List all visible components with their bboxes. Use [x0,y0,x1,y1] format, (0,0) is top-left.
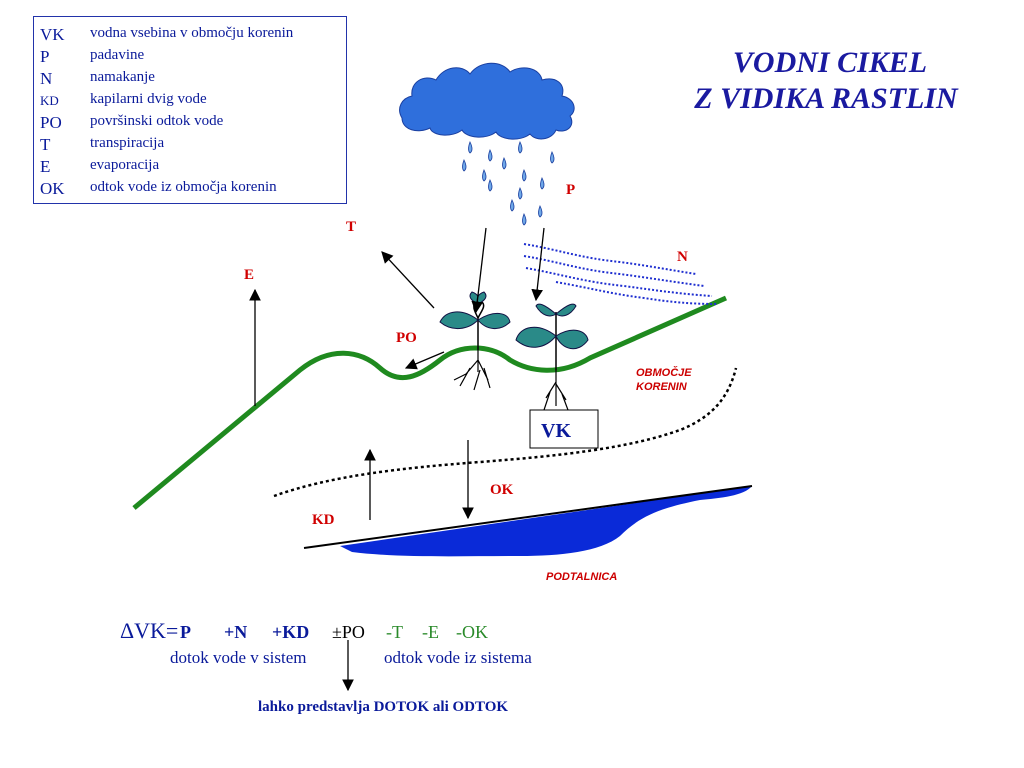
outflow-text: odtok vode iz sistema [384,648,532,667]
legend-abbr: OK [40,179,65,198]
legend-abbr: E [40,157,51,176]
inflow-text: dotok vode v sistem [170,648,306,667]
legend-abbr: VK [40,25,65,44]
legend-desc: evaporacija [90,157,160,173]
groundwater-surface [303,485,753,549]
legend-desc: transpiracija [90,135,165,151]
equation-po: ±PO [332,622,365,642]
label-kd: KD [312,512,335,528]
label-groundwater: PODTALNICA [546,571,617,583]
equation-lhs-text: ΔVK= [120,618,178,643]
legend-abbr: KD [40,93,59,108]
equation-p: P [180,622,191,642]
legend-box: VK vodna vsebina v območju korenin P pad… [33,16,347,204]
arrow-po [404,351,445,370]
legend-desc: odtok vode iz območja korenin [90,179,277,195]
po-note: lahko predstavlja DOTOK ali ODTOK [258,699,508,715]
label-root-zone-1: OBMOČJE [636,366,692,379]
label-e: E [244,267,254,283]
arrow-t [381,251,435,309]
irrigation-waves [523,243,719,305]
label-ok: OK [490,482,514,498]
groundwater-body [340,486,752,557]
equation-t: -T [386,622,403,642]
legend-abbr: N [40,69,53,88]
equation-e: -E [422,622,439,642]
legend-desc: kapilarni dvig vode [90,91,207,107]
vk-box [529,409,599,449]
equation-lhs: ΔVK= [120,618,178,643]
arrow-p-left [471,227,487,314]
equation-n: +N [224,622,247,642]
ground-surface [132,295,728,510]
legend-desc: namakanje [90,69,155,85]
plant-left [439,291,511,391]
label-root-zone-2: KORENIN [636,381,688,393]
legend-desc: padavine [90,47,145,63]
legend-desc: vodna vsebina v območju korenin [90,25,294,41]
legend-abbr: PO [40,113,62,132]
label-p: P [566,182,575,198]
vk-label: VK [541,420,571,442]
title-line-1: VODNI CIKEL [733,46,927,79]
equation-ok: -OK [456,622,488,642]
label-n: N [677,249,688,265]
label-po: PO [396,330,417,346]
plant-right [515,303,589,411]
legend-desc: površinski odtok vode [90,113,224,129]
arrow-p-right [531,227,545,302]
legend-abbr: P [40,47,50,66]
root-zone-boundary [273,367,738,498]
cloud-icon [399,62,575,140]
title-line-2: Z VIDIKA RASTLIN [693,82,959,115]
equation-kd: +KD [272,622,309,642]
label-t: T [346,219,356,235]
raindrops [462,141,555,226]
legend-abbr: T [40,135,51,154]
